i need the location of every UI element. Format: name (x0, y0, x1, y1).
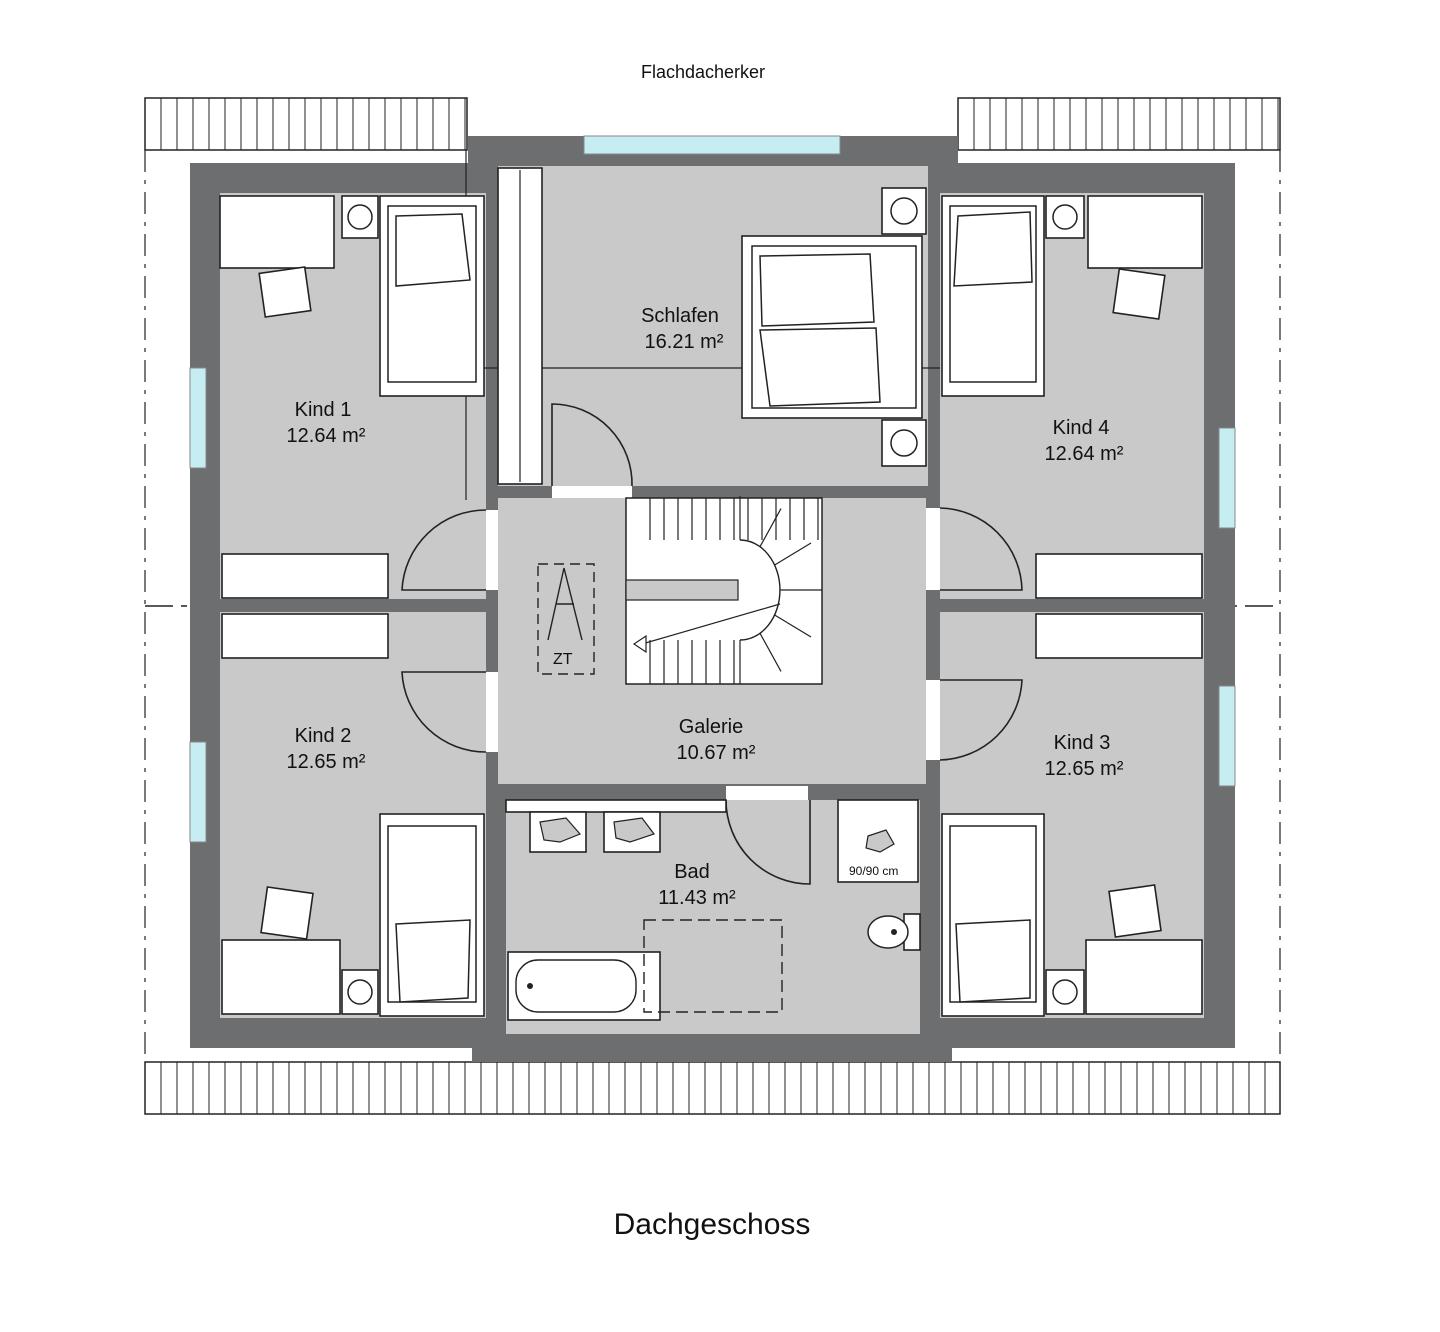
wardrobe (1035, 613, 1203, 659)
chair (1108, 884, 1162, 938)
room-labels: Schlafen 16.21 m² Kind 1 12.64 m² Kind 4… (287, 305, 1124, 909)
furniture-kind4 (941, 195, 1203, 599)
staircase (625, 496, 823, 685)
nightstand (1045, 969, 1085, 1015)
desk (1087, 195, 1203, 269)
room-name-schlafen: Schlafen (641, 305, 719, 327)
chair (1112, 268, 1166, 320)
room-area-schlafen: 16.21 m² (645, 331, 724, 353)
furniture-kind1 (219, 195, 485, 599)
furniture-kind3 (941, 613, 1203, 1017)
room-name-bad: Bad (674, 861, 710, 883)
desk (219, 195, 335, 269)
chair (258, 266, 312, 318)
room-name-kind4: Kind 4 (1053, 417, 1110, 439)
room-area-galerie: 10.67 m² (677, 742, 756, 764)
dormer-label: Flachdacherker (641, 62, 765, 82)
room-area-kind2: 12.65 m² (287, 751, 366, 773)
room-name-galerie: Galerie (679, 716, 743, 738)
window-kind4 (1218, 427, 1236, 529)
attic-stair-hatch: ZT (537, 563, 595, 675)
room-area-kind1: 12.64 m² (287, 425, 366, 447)
furniture-schlafen (497, 167, 927, 485)
room-name-kind2: Kind 2 (295, 725, 352, 747)
attic-stair-label: ZT (553, 651, 573, 668)
furniture-bad: 90/90 cm (505, 799, 921, 1021)
room-name-kind1: Kind 1 (295, 399, 352, 421)
windows (189, 135, 1236, 843)
window-kind1 (189, 367, 207, 469)
toilet (867, 913, 921, 951)
desk (1085, 939, 1203, 1015)
partitions (220, 150, 1204, 1032)
chair (260, 886, 314, 940)
room-area-bad: 11.43 m² (658, 887, 736, 909)
nightstand (881, 419, 927, 467)
desk (221, 939, 341, 1015)
counter (505, 799, 727, 813)
room-area-kind3: 12.65 m² (1045, 758, 1124, 780)
room-name-kind3: Kind 3 (1054, 732, 1111, 754)
nightstand (1045, 195, 1085, 239)
room-area-kind4: 12.64 m² (1045, 443, 1124, 465)
shower-size-label: 90/90 cm (849, 864, 898, 878)
doors (401, 403, 1023, 885)
wardrobe (1035, 553, 1203, 599)
wardrobe (221, 613, 389, 659)
floor-name-label: Dachgeschoss (614, 1208, 811, 1241)
nightstand (881, 187, 927, 235)
window-kind3 (1218, 685, 1236, 787)
window-schlafen (583, 135, 841, 155)
window-kind2 (189, 741, 207, 843)
wardrobe (221, 553, 389, 599)
furniture-kind2 (221, 613, 485, 1017)
